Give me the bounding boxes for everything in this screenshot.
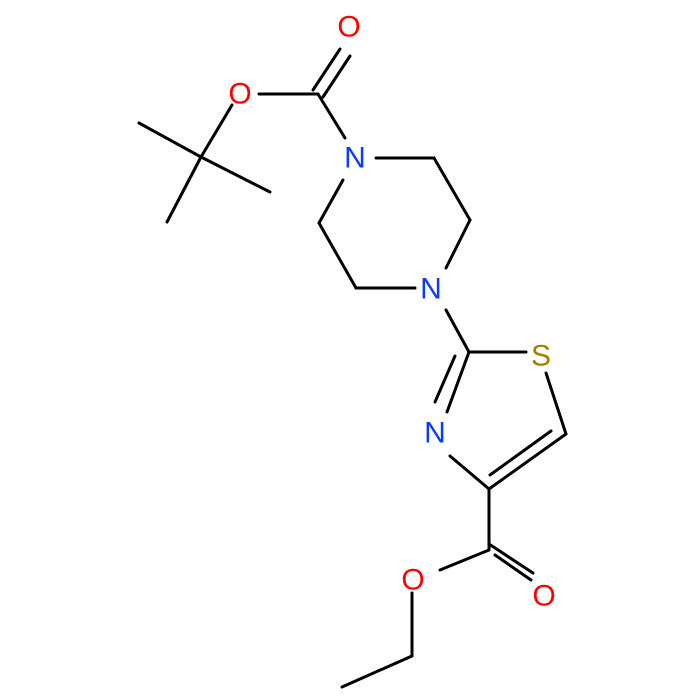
- bond-ester-c-o: [438, 548, 491, 572]
- bond-thz-n3-c2: [445, 350, 471, 414]
- bond-thz-c4-n3: [448, 454, 491, 491]
- atom-labels: O O N N S N O O: [228, 11, 555, 613]
- bond-ester-double-a: [487, 542, 535, 575]
- atom-label-n-piperazine-1: N: [344, 142, 366, 175]
- bond-carbonyl-double-b: [321, 54, 352, 99]
- bond-thz-c5-c4: [487, 432, 568, 491]
- bond-tbu-methyl-3: [165, 155, 203, 224]
- atom-label-n-piperazine-4: N: [420, 273, 442, 306]
- bond-carbonyl-c-n: [316, 92, 347, 140]
- atom-label-o-carbonyl-ester: O: [532, 580, 555, 613]
- atom-label-s-thiazole: S: [531, 340, 551, 373]
- bond-n4-thiazole: [444, 308, 471, 354]
- bond-pip-c2-c3: [432, 156, 472, 222]
- bond-ester-double-b: [493, 553, 533, 582]
- bond-thz-c5-c4-inner: [488, 429, 553, 477]
- bond-o-tbu: [199, 103, 234, 159]
- atom-label-n-thiazole: N: [424, 417, 446, 450]
- bond-pip-c6-n1: [317, 178, 345, 225]
- bonds: [137, 47, 568, 689]
- bond-thz-s-c5: [544, 371, 568, 436]
- bond-pip-c5-c6: [317, 221, 358, 290]
- bond-carbonyl-double-a: [311, 47, 342, 92]
- atom-label-o-ether-ester: O: [401, 564, 424, 597]
- bond-ethyl-methyl: [340, 654, 414, 689]
- bond-tbu-methyl-2: [199, 155, 272, 194]
- atom-label-o-carbonyl-boc: O: [337, 11, 360, 44]
- bond-thz-n3-c2-inner: [433, 354, 457, 404]
- atom-label-o-ether-boc: O: [228, 78, 251, 111]
- bond-pip-c3-n4: [444, 218, 472, 270]
- bond-tbu-methyl-1: [137, 121, 203, 159]
